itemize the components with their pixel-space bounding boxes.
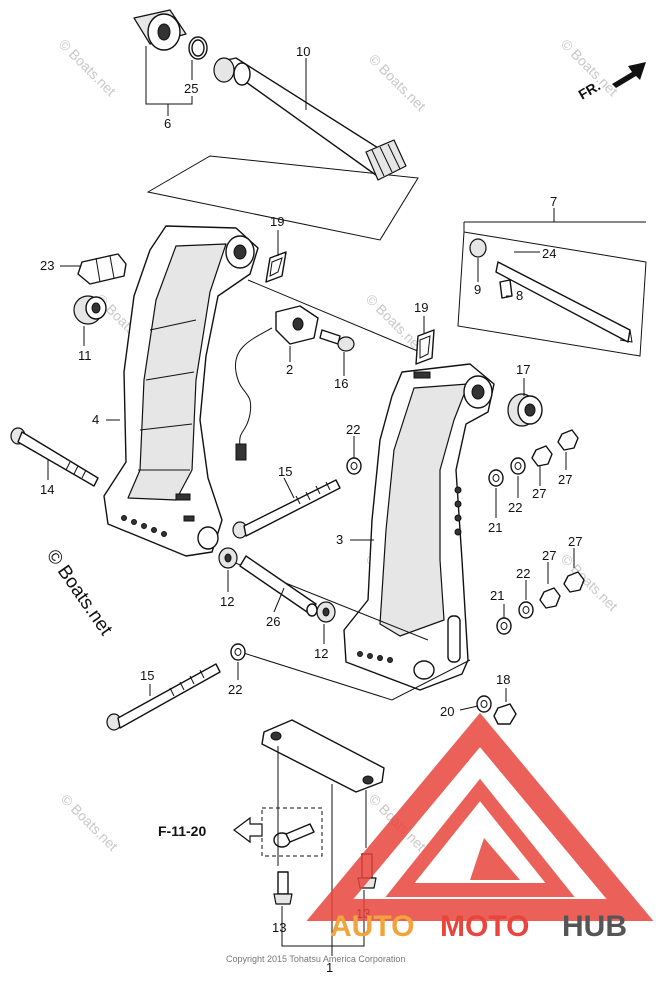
callout-label: 26 [266, 614, 280, 629]
reference-arrow-icon [233, 816, 263, 844]
logo-triangle-outer [306, 712, 654, 921]
washer-22-b [510, 457, 526, 475]
callout-label: 1 [326, 960, 333, 975]
callout-label: 8 [516, 288, 523, 303]
ring-19-lower [415, 329, 435, 365]
callout-label: 27 [542, 548, 556, 563]
bolt-16 [319, 329, 355, 352]
callout-label: 17 [516, 362, 530, 377]
callout-label: 20 [440, 704, 454, 719]
washer-20 [476, 695, 492, 713]
detail-box [261, 807, 323, 857]
nut-27-d [563, 571, 585, 593]
shaft-area-frame [146, 155, 419, 241]
watermark: © Boats.net [56, 36, 119, 99]
bushing-12-b [316, 601, 336, 623]
collar-26 [239, 555, 318, 617]
bolt-14 [10, 427, 99, 487]
callout-label: 27 [558, 472, 572, 487]
nut-27-c [539, 587, 561, 609]
callout-labels: 10 25 6 7 24 9 8 19 23 11 2 16 19 17 4 2… [40, 44, 582, 975]
callout-label: 7 [550, 194, 557, 209]
callout-label: 18 [496, 672, 510, 687]
callout-label: 21 [490, 588, 504, 603]
callout-label: 22 [508, 500, 522, 515]
tilt-shaft-10 [213, 57, 407, 181]
callout-label: 25 [184, 81, 198, 96]
callout-label: 2 [286, 362, 293, 377]
automotohub-logo: AUTO MOTO HUB [306, 712, 654, 943]
callout-label: 23 [40, 258, 54, 273]
bolt-15-lower [106, 663, 221, 731]
callout-label: 19 [414, 300, 428, 315]
logo-text-moto: MOTO [440, 910, 529, 943]
bolt-15-upper [232, 479, 341, 539]
callout-label: 6 [164, 116, 171, 131]
callout-label: 22 [346, 422, 360, 437]
watermark-large: © Boats.net [42, 546, 117, 640]
callout-label: 13 [272, 920, 286, 935]
callout-label: 16 [334, 376, 348, 391]
watermark: © Boats.net [366, 51, 429, 114]
callout-label: 22 [228, 682, 242, 697]
tilt-rod-7 [457, 231, 647, 357]
callout-label: 11 [78, 348, 92, 363]
callout-label: 22 [516, 566, 530, 581]
washer-22-c [518, 601, 534, 619]
callout-label: 3 [336, 532, 343, 547]
clamp-bracket-left-4 [103, 225, 259, 557]
bushing-6 [133, 9, 187, 51]
callout-label: 10 [296, 44, 310, 59]
o-ring-25 [188, 36, 208, 60]
leader-lines [47, 46, 646, 956]
callout-label: 9 [474, 282, 481, 297]
logo-triangle-inner [385, 778, 575, 897]
tilt-switch-2 [234, 305, 319, 461]
callout-label: 14 [40, 482, 54, 497]
callout-label: 27 [532, 486, 546, 501]
reference-label: F-11-20 [158, 823, 206, 839]
bolt-13-left [273, 871, 293, 905]
copyright-text: Copyright 2015 Tohatsu America Corporati… [226, 954, 405, 964]
ring-19-upper [265, 251, 287, 283]
logo-text-auto: AUTO [330, 910, 414, 943]
callout-label: 21 [488, 520, 502, 535]
clip-23 [77, 253, 127, 285]
logo-accent [470, 838, 520, 880]
callout-label: 4 [92, 412, 99, 427]
nut-27-b [557, 429, 579, 451]
washer-21-b [496, 617, 512, 635]
clamp-bracket-right-3 [343, 363, 495, 691]
callout-label: 12 [220, 594, 234, 609]
callout-label: 24 [542, 246, 556, 261]
bushing-17 [507, 393, 543, 427]
callout-label: 12 [314, 646, 328, 661]
logo-text-hub: HUB [562, 910, 627, 943]
callout-label: 15 [278, 464, 292, 479]
washer-21-a [488, 469, 504, 487]
nut-27-a [531, 445, 553, 467]
washer-22-a [346, 457, 362, 475]
callout-label: 15 [140, 668, 154, 683]
stopper-plate-1 [261, 719, 385, 793]
callout-label: 19 [270, 214, 284, 229]
callout-label: 27 [568, 534, 582, 549]
bushing-11 [73, 295, 107, 325]
front-arrow-icon [612, 62, 646, 88]
bushing-12-a [218, 547, 238, 569]
washer-22-d [230, 643, 246, 661]
watermark: © Boats.net [58, 791, 121, 854]
nut-18 [493, 703, 517, 725]
